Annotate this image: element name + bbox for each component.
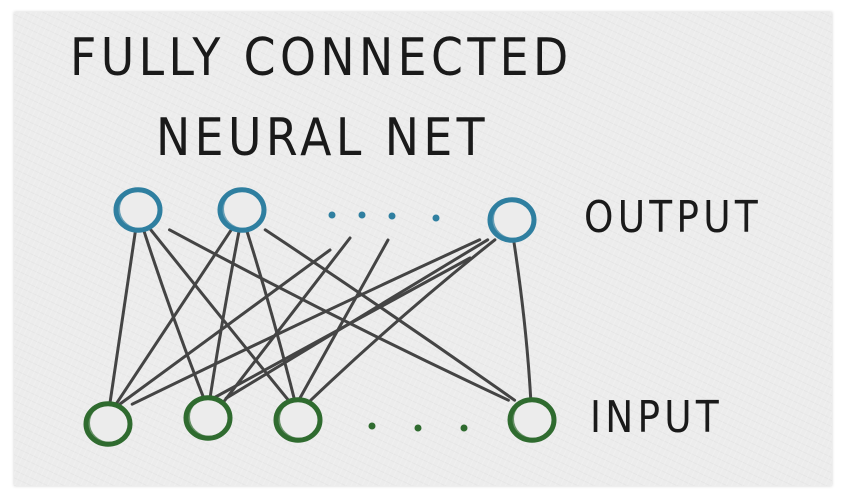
edge-out2-in1 (114, 228, 233, 406)
output-ellipsis-dot-1 (328, 211, 336, 219)
edge-out1-in3 (149, 228, 290, 402)
connection-edges (108, 228, 533, 406)
input-node-3 (273, 397, 323, 443)
edge-hidden-3 (118, 248, 332, 406)
ellipsis-dots (328, 211, 468, 432)
input-node-4 (507, 397, 557, 443)
input-node-1 (83, 401, 133, 447)
edge-out1-in1 (108, 228, 138, 406)
title-line-2: NEURAL NET (156, 108, 490, 168)
output-ellipsis-dot-3 (388, 212, 396, 220)
output-ellipsis-dot-4 (432, 214, 440, 222)
edge-out2-in3 (245, 228, 297, 402)
input-ellipsis-dot-1 (368, 422, 376, 430)
paper-background (14, 12, 832, 486)
edge-hidden-2 (298, 238, 390, 400)
edge-out3-in1 (130, 238, 482, 406)
edge-out1-in2 (142, 228, 206, 400)
output-node-1 (113, 187, 163, 233)
edge-out2-in2 (208, 228, 241, 400)
edge-hidden-1 (220, 236, 352, 406)
output-node-2 (217, 187, 267, 233)
input-layer-label: INPUT (590, 392, 724, 443)
edge-out2-in4 (263, 228, 517, 402)
edge-out1-in4 (168, 228, 510, 402)
output-layer-label: OUTPUT (584, 192, 762, 243)
neuron-nodes (83, 187, 557, 447)
input-ellipsis-dot-2 (414, 424, 422, 432)
edge-out3-in4 (512, 238, 533, 402)
edge-out3-in3 (309, 238, 497, 402)
output-node-3 (487, 197, 537, 243)
input-ellipsis-dot-3 (460, 424, 468, 432)
output-ellipsis-dot-2 (358, 211, 366, 219)
input-node-2 (183, 395, 233, 441)
title-line-1: FULLY CONNECTED (70, 28, 573, 88)
edge-hidden-4 (208, 256, 472, 402)
